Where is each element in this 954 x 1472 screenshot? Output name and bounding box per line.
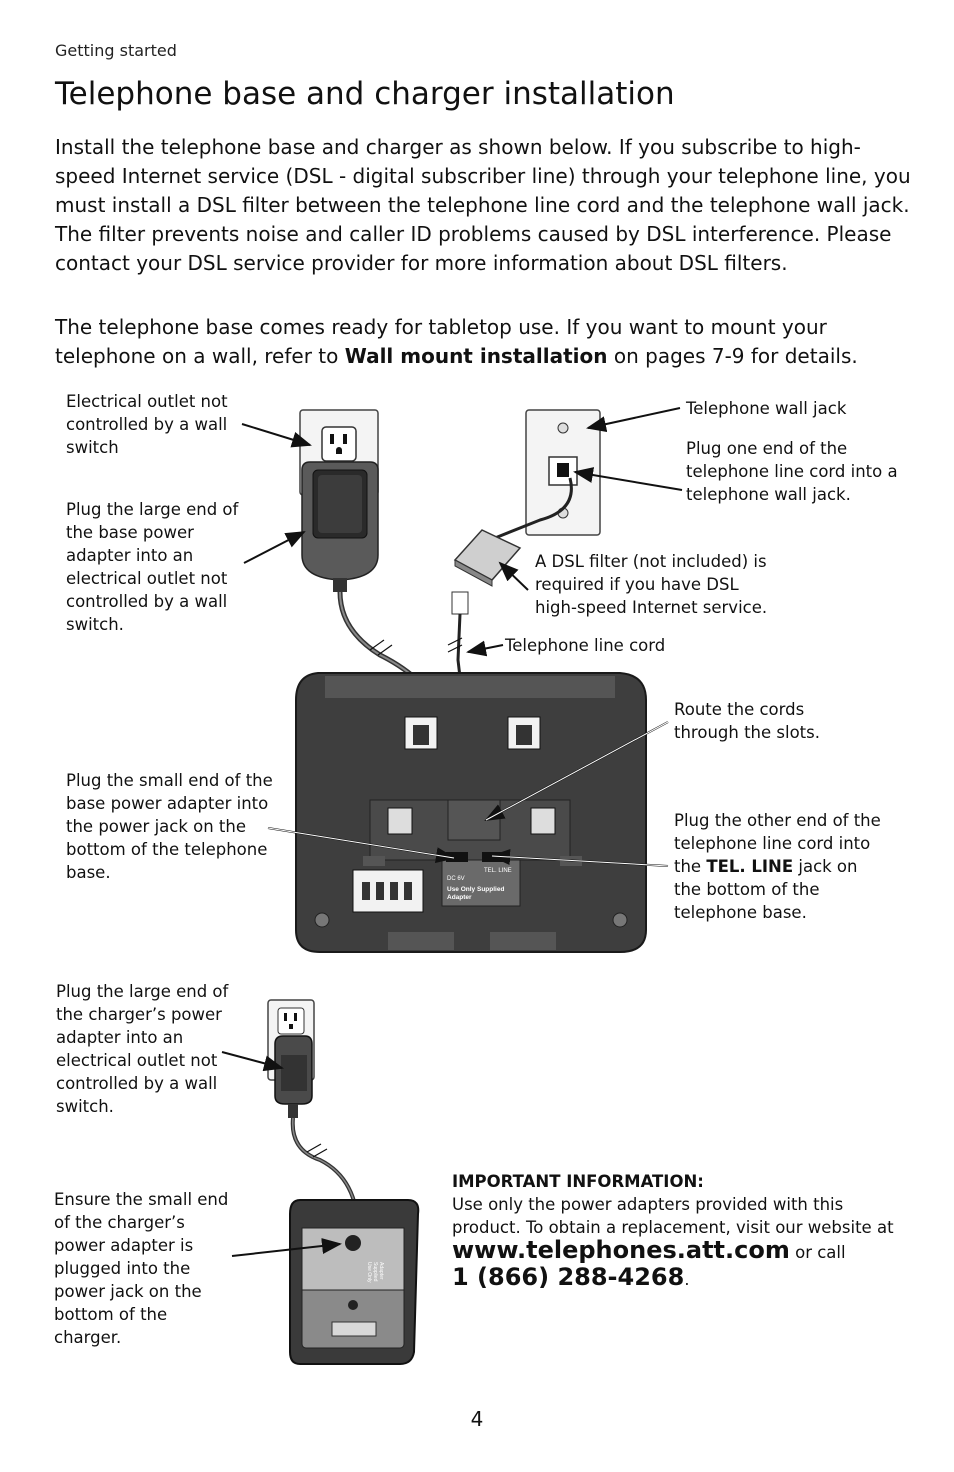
tabletop-paragraph: The telephone base comes ready for table… <box>55 313 915 371</box>
charger-adapter-label: Adapter <box>378 1262 384 1280</box>
base-power-adapter <box>301 461 379 592</box>
charger-use-only-label: Use Only <box>366 1262 372 1283</box>
page-title: Telephone base and charger installation <box>55 76 675 112</box>
label-plug-large-charger: Plug the large end of the charger’s powe… <box>56 982 229 1116</box>
label-plug-other-text-end: jack on the bottom of the telephone base… <box>674 857 858 922</box>
telephone-wall-jack <box>525 409 601 536</box>
section-header: Getting started <box>55 41 177 60</box>
or-call-text: or call <box>789 1243 846 1262</box>
intro-paragraph: Install the telephone base and charger a… <box>55 135 911 275</box>
use-only-label: Use Only Supplied <box>447 886 504 893</box>
charger-power-adapter <box>274 1035 313 1118</box>
dsl-filter <box>453 529 522 587</box>
important-information: IMPORTANT INFORMATION: Use only the powe… <box>452 1170 912 1291</box>
label-wall-jack: Telephone wall jack <box>686 399 847 418</box>
phone-number-text: 1 (866) 288-4268 <box>452 1263 685 1291</box>
label-plug-small-base: Plug the small end of the base power ada… <box>66 771 273 882</box>
wall-mount-ref: Wall mount installation <box>344 344 608 368</box>
tel-line-port-label: TEL. LINE <box>484 868 512 874</box>
label-dsl-filter: A DSL filter (not included) is required … <box>535 552 768 617</box>
label-line-cord: Telephone line cord <box>505 636 666 655</box>
phone-number: 1 (866) 288-4268. <box>452 1263 912 1291</box>
telephone-base <box>295 672 647 953</box>
label-plug-large-base: Plug the large end of the base power ada… <box>66 500 239 634</box>
label-plug-other-end: Plug the other end of the telephone line… <box>674 809 889 924</box>
label-outlet-not-switch: Electrical outlet not controlled by a wa… <box>66 392 228 457</box>
label-tel-line: TEL. LINE <box>706 857 794 876</box>
label-route-cords: Route the cords through the slots. <box>674 700 820 742</box>
charger-supplied-label: Supplied <box>372 1262 378 1282</box>
dc-label: DC 6V <box>447 876 465 882</box>
label-ensure-small-charger: Ensure the small end of the charger’s po… <box>54 1190 229 1347</box>
important-body: Use only the power adapters provided wit… <box>452 1195 894 1237</box>
important-heading: IMPORTANT INFORMATION: <box>452 1172 704 1191</box>
tabletop-text: The telephone base comes ready for table… <box>55 315 827 368</box>
tabletop-text-end: on pages 7-9 for details. <box>607 344 858 368</box>
page-number: 4 <box>470 1407 484 1431</box>
label-plug-one-end: Plug one end of the telephone line cord … <box>686 439 898 504</box>
phone-period: . <box>684 1270 690 1289</box>
label-plug-other-text: Plug the other end of the telephone line… <box>674 811 881 876</box>
adapter-label: Adapter <box>447 894 472 901</box>
website-link[interactable]: www.telephones.att.com <box>452 1236 790 1264</box>
charger <box>289 1199 420 1365</box>
